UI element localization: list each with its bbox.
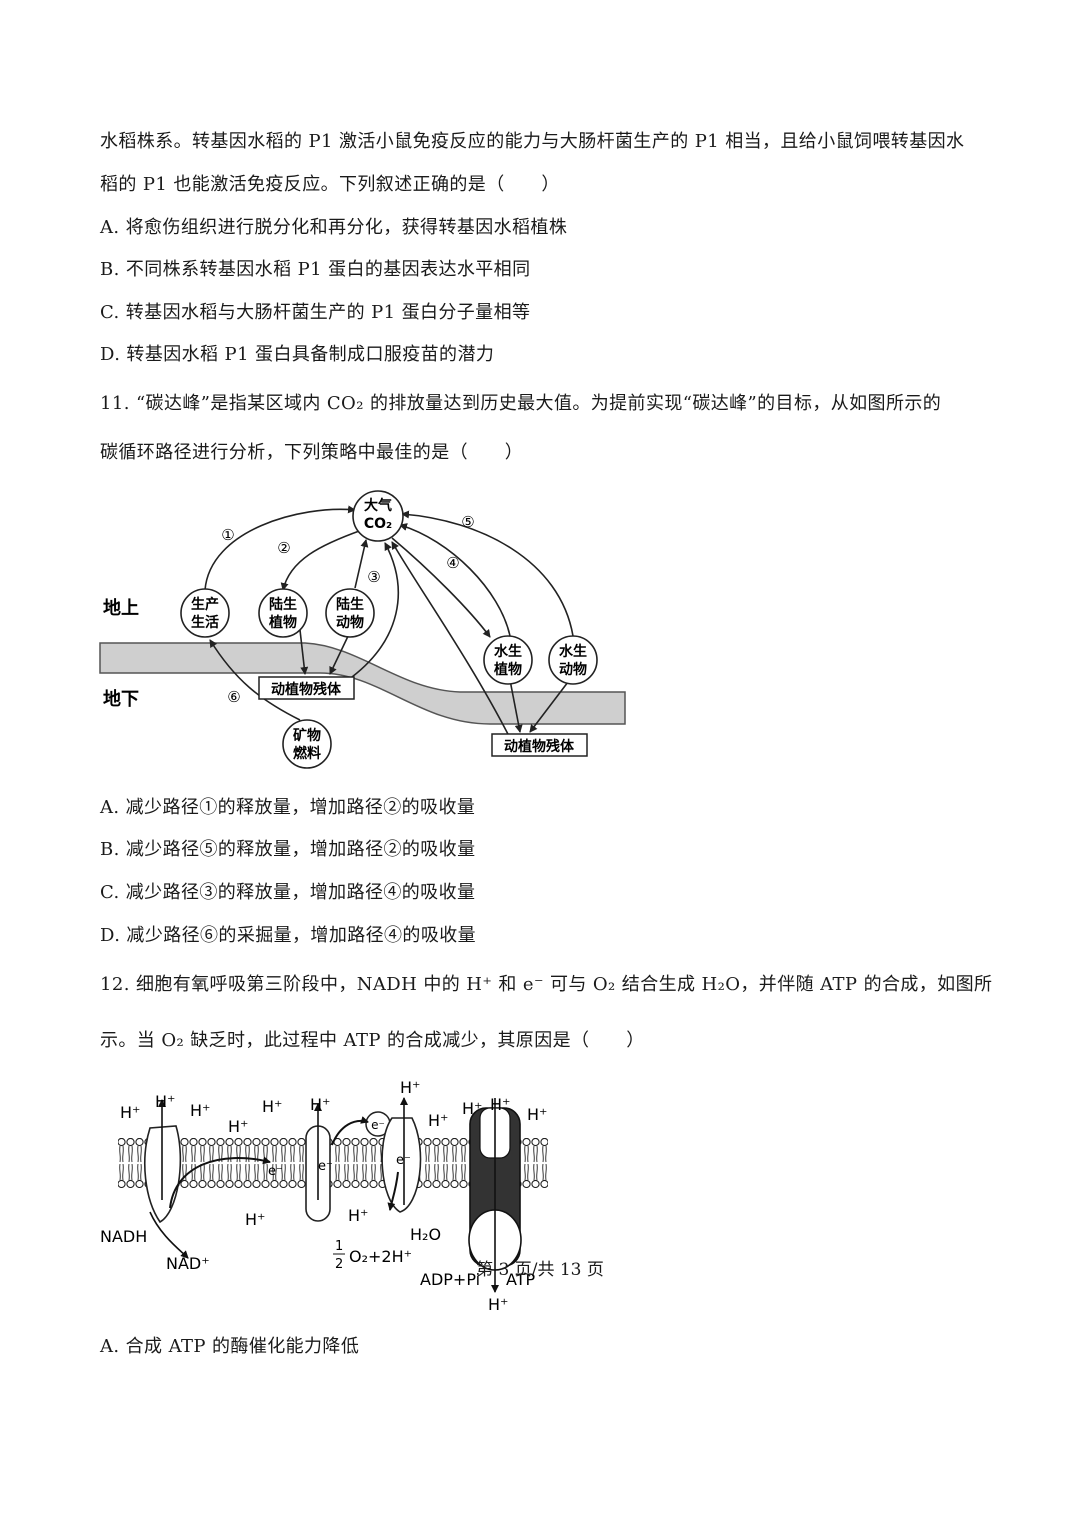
land-plants-node [258,588,308,638]
residue-box-right [491,733,588,757]
electron-flow-arrow [169,1156,271,1209]
electron-label-1: e⁻ [268,1164,283,1179]
svg-text:动植物残体: 动植物残体 [271,681,342,698]
path-3-arrow [354,539,369,589]
svg-text:H⁺: H⁺ [120,1103,140,1122]
svg-text:大气: 大气 [364,497,392,514]
svg-text:H⁺: H⁺ [262,1097,282,1116]
q11-stem-line1: 11. “碳达峰”是指某区域内 CO₂ 的排放量达到历史最大值。为提前实现“碳达… [100,393,942,414]
atp-label: ATP [506,1270,535,1289]
water-plants-node [483,635,533,685]
fossil-fuel-node [282,719,332,769]
water-label: H₂O [410,1225,441,1244]
q12-option-a: A. 合成 ATP 的酶催化能力降低 [100,1336,360,1357]
carbon-cycle-diagram: 地上 地下 大气 CO₂ 生产 生活 陆生 植物 陆生 动物 水生 植物 水生 … [99,490,626,769]
land-plants-to-residue [299,629,309,675]
svg-text:H⁺: H⁺ [527,1105,547,1124]
q10-option-a: A. 将愈伤组织进行脱分化和再分化，获得转基因水稻植株 [100,217,568,238]
svg-text:H⁺: H⁺ [190,1101,210,1120]
svg-text:H⁺: H⁺ [348,1206,368,1225]
land-animals-node [325,588,375,638]
svg-text:动植物残体: 动植物残体 [504,738,575,755]
svg-text:H⁺: H⁺ [488,1295,508,1314]
residue-box-left [258,676,355,700]
svg-text:动物: 动物 [559,661,587,678]
q10-option-d: D. 转基因水稻 P1 蛋白具备制成口服疫苗的潜力 [100,344,495,365]
q12-stem-line2: 示。当 O₂ 缺乏时，此过程中 ATP 的合成减少，其原因是（ ） [100,1030,645,1051]
complex-4 [381,1117,422,1213]
path-4-arrow [391,537,491,638]
path-5-label: ⑤ [461,513,474,531]
ground-layer [99,642,626,725]
path-5b-arrow [401,510,574,637]
svg-text:H⁺: H⁺ [490,1095,510,1114]
svg-text:e⁻: e⁻ [371,1118,385,1132]
below-ground-label: 地下 [103,688,139,710]
path-2-arrow [280,529,363,591]
water-animals-to-residue [529,681,569,733]
atmosphere-co2-node [352,490,404,542]
q11-option-a: A. 减少路径①的释放量，增加路径②的吸收量 [100,797,476,818]
svg-text:水生: 水生 [559,643,587,660]
water-animals-node [548,635,598,685]
svg-text:燃料: 燃料 [293,745,321,762]
q11-option-b: B. 减少路径⑤的释放量，增加路径②的吸收量 [100,839,476,860]
path-3-label: ③ [367,568,380,586]
svg-text:水生: 水生 [494,643,522,660]
svg-text:H⁺: H⁺ [245,1210,265,1229]
residue-left-to-atmosphere [351,542,399,678]
page-footer: 第 3 页/共 13 页 [476,1260,604,1280]
svg-text:矿物: 矿物 [293,727,321,744]
svg-text:动物: 动物 [336,614,364,631]
residue-right-to-atmosphere [391,541,511,739]
path-1-arrow [204,505,356,591]
oxygen-equation: O₂+2H⁺ [349,1247,412,1266]
svg-text:H⁺: H⁺ [155,1092,175,1111]
q11-option-c: C. 减少路径③的释放量，增加路径④的吸收量 [100,882,476,903]
q11-option-d: D. 减少路径⑥的采掘量，增加路径④的吸收量 [100,925,477,946]
path-2-label: ② [277,539,290,557]
adp-label: ADP+Pi [420,1270,480,1289]
land-animals-to-residue [329,631,351,675]
svg-text:H⁺: H⁺ [428,1111,448,1130]
path-5a-arrow [399,523,511,637]
electron-label-2: e⁻ [318,1159,333,1174]
svg-text:陆生: 陆生 [336,596,364,613]
production-life-node [180,588,230,638]
q10-stem-line2: 稻的 P1 也能激活免疫反应。下列叙述正确的是（ ） [100,174,560,195]
q11-stem-line2: 碳循环路径进行分析，下列策略中最佳的是（ ） [100,442,524,463]
svg-text:H⁺: H⁺ [228,1117,248,1136]
above-ground-label: 地上 [103,597,139,619]
nadh-label: NADH [100,1227,147,1246]
q10-stem-line1: 水稻株系。转基因水稻的 P1 激活小鼠免疫反应的能力与大肠杆菌生产的 P1 相当… [100,131,965,152]
oxygen-half-num: 1 [335,1239,343,1254]
q10-option-c: C. 转基因水稻与大肠杆菌生产的 P1 蛋白分子量相等 [100,302,531,323]
svg-text:生活: 生活 [191,614,219,631]
svg-text:H⁺: H⁺ [400,1078,420,1097]
path-6-label: ⑥ [227,688,240,706]
nad-plus-label: NAD⁺ [166,1254,210,1273]
path-6-arrow [209,639,301,721]
svg-text:生产: 生产 [191,596,219,613]
svg-text:植物: 植物 [493,661,522,678]
svg-text:陆生: 陆生 [269,596,297,613]
svg-text:CO₂: CO₂ [364,516,392,532]
electron-transport-chain-diagram: e⁻ H⁺ H⁺ H⁺ H⁺ H⁺ H⁺ H⁺ H⁺ H⁺ H⁺ H⁺ H⁺ H… [100,1078,548,1314]
svg-text:H⁺: H⁺ [462,1099,482,1118]
electron-label-3: e⁻ [396,1153,411,1168]
path-4-label: ④ [446,554,459,572]
path-1-label: ① [221,526,234,544]
svg-text:H⁺: H⁺ [310,1095,330,1114]
svg-text:植物: 植物 [268,614,297,631]
q12-stem-line1: 12. 细胞有氧呼吸第三阶段中，NADH 中的 H⁺ 和 e⁻ 可与 O₂ 结合… [100,974,993,995]
q10-option-b: B. 不同株系转基因水稻 P1 蛋白的基因表达水平相同 [100,259,531,280]
water-plants-to-residue [509,679,523,733]
oxygen-half-den: 2 [335,1257,343,1272]
